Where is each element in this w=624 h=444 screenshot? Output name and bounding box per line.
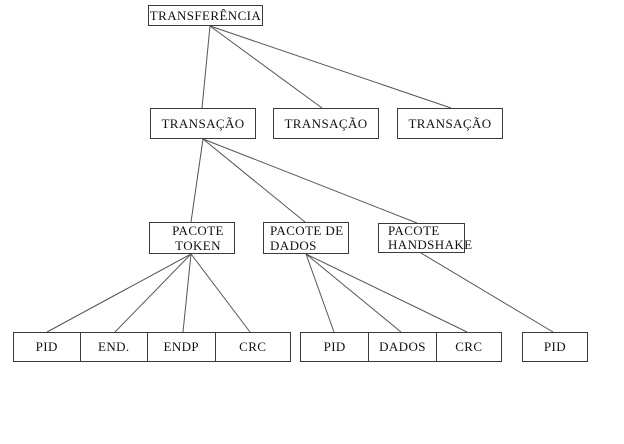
box-pacote-de-dados-line2: DADOS <box>270 238 317 253</box>
box-pacote-de-dados: PACOTE DE DADOS <box>263 222 349 254</box>
connector-line <box>46 253 192 333</box>
field-cell-pid: PID <box>523 333 587 361</box>
connector-line <box>202 138 418 224</box>
field-label: CRC <box>455 339 483 354</box>
box-transacao-3: TRANSAÇÃO <box>397 108 503 139</box>
box-transacao-1: TRANSAÇÃO <box>150 108 256 139</box>
data-fields-group: PID DADOS CRC <box>300 332 502 362</box>
box-pacote-de-dados-line1: PACOTE DE <box>270 223 344 238</box>
box-pacote-handshake-line1: PACOTE <box>388 223 440 238</box>
connector-line <box>305 253 468 333</box>
box-transferencia: TRANSFERÊNCIA <box>148 5 263 26</box>
field-label: PID <box>35 339 58 354</box>
token-fields-group: PID END. ENDP CRC <box>13 332 291 362</box>
field-label: ENDP <box>163 339 200 354</box>
connector-line <box>209 25 452 109</box>
connector-line <box>190 253 251 333</box>
field-label: END. <box>97 339 130 354</box>
connector-line <box>305 253 402 333</box>
field-label: DADOS <box>379 339 426 354</box>
box-transferencia-label: TRANSFERÊNCIA <box>149 7 262 23</box>
field-label: PID <box>543 339 567 354</box>
field-cell-dados: DADOS <box>369 333 437 361</box>
field-cell-pid: PID <box>301 333 370 361</box>
connector-line <box>202 138 306 223</box>
connector-line <box>114 253 192 333</box>
field-cell-pid: PID <box>14 333 81 361</box>
connector-line <box>190 138 204 223</box>
box-transacao-2-label: TRANSAÇÃO <box>284 115 368 131</box>
field-cell-end: END. <box>81 333 149 361</box>
connector-line <box>201 25 211 109</box>
box-transacao-3-label: TRANSAÇÃO <box>408 115 492 131</box>
handshake-fields-group: PID <box>522 332 588 362</box>
box-pacote-token-line2: TOKEN <box>175 238 221 253</box>
connector-line <box>420 252 554 333</box>
field-label: CRC <box>239 339 267 354</box>
connector-line <box>209 25 323 109</box>
field-cell-crc: CRC <box>216 333 290 361</box>
connector-line <box>305 253 335 333</box>
box-transacao-2: TRANSAÇÃO <box>273 108 379 139</box>
box-transacao-1-label: TRANSAÇÃO <box>161 115 245 131</box>
box-pacote-handshake-line2: HANDSHAKE <box>388 237 473 252</box>
field-cell-crc: CRC <box>437 333 501 361</box>
box-pacote-token-line1: PACOTE <box>172 223 224 238</box>
box-pacote-token: PACOTE TOKEN <box>149 222 235 254</box>
box-pacote-handshake: PACOTE HANDSHAKE <box>378 223 473 253</box>
field-label: PID <box>323 339 346 354</box>
field-cell-endp: ENDP <box>148 333 216 361</box>
connector-line <box>182 253 192 333</box>
